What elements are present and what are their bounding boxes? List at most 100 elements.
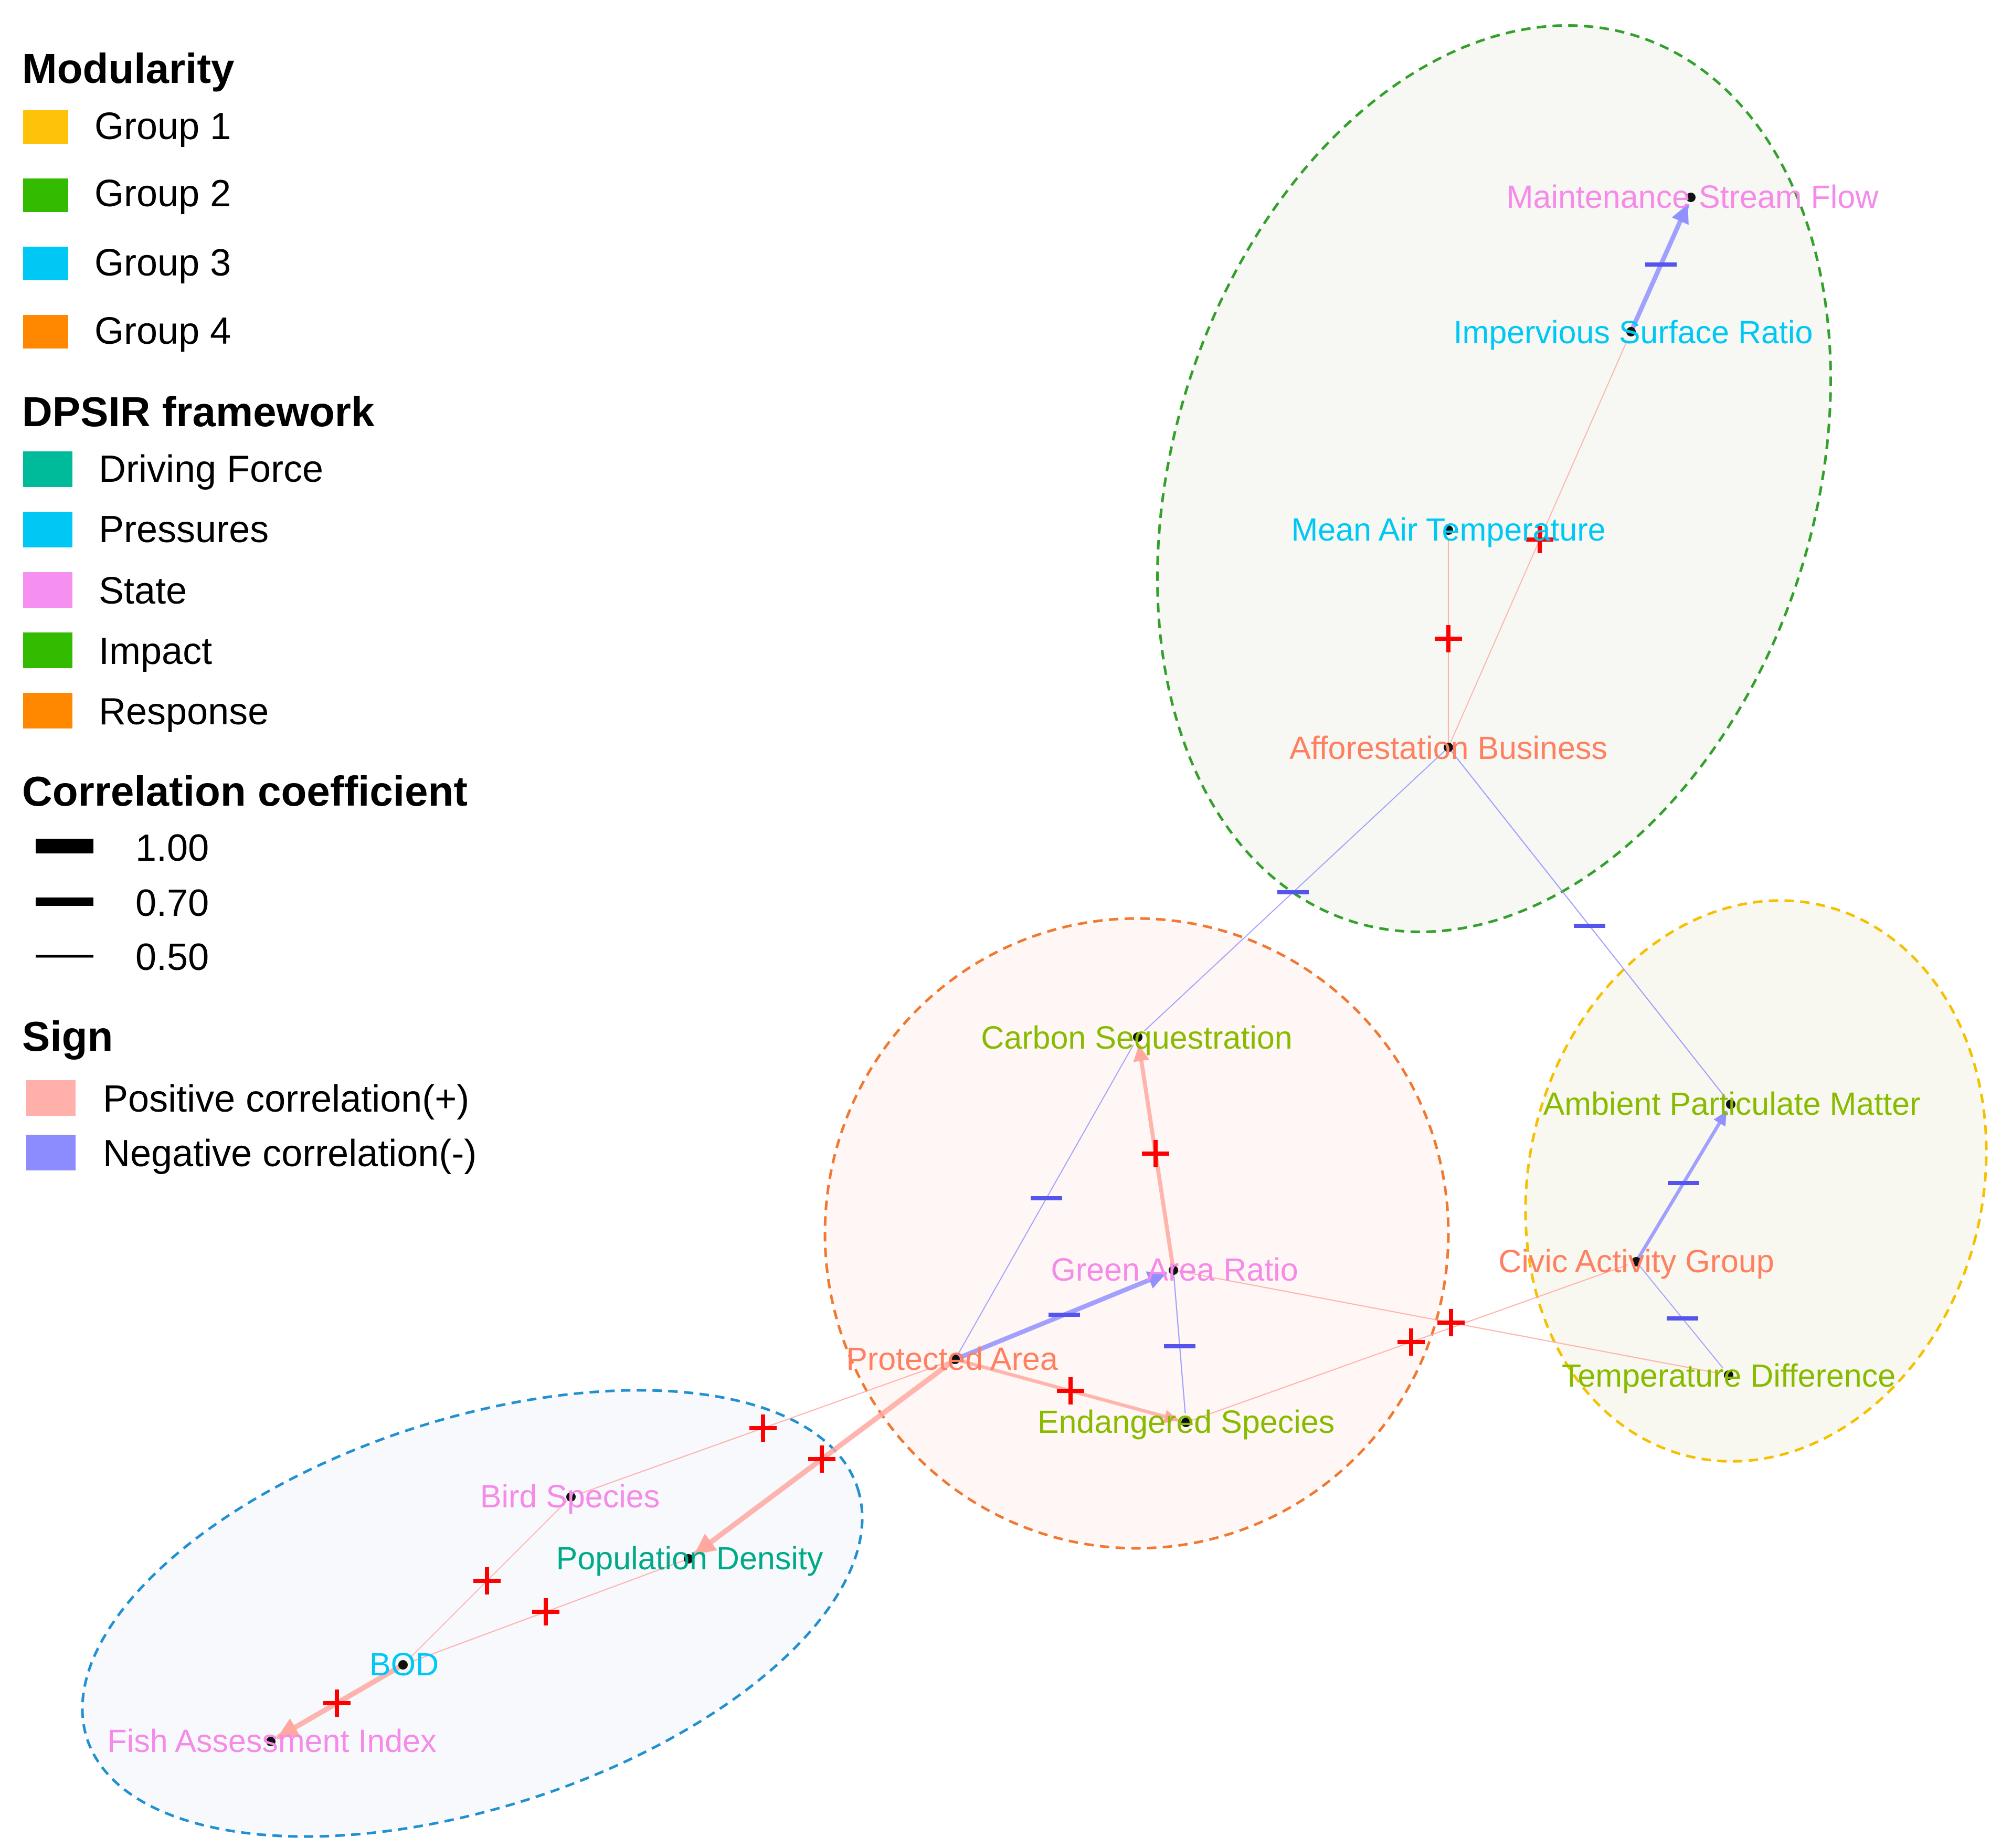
node-dot-fai	[266, 1737, 276, 1746]
legend-swatch-state	[23, 572, 72, 608]
legend-swatch-response	[23, 693, 72, 728]
legend-label-group-3: Group 3	[94, 242, 231, 284]
edge-cag-apm	[1634, 1111, 1728, 1264]
legend-label-0-50: 0.50	[135, 936, 209, 978]
legend-label-group-1: Group 1	[94, 105, 231, 147]
node-label-isr: Impervious Surface Ratio	[1454, 314, 1813, 350]
sign-es-cag	[1397, 1328, 1425, 1356]
node-dot-gar	[1169, 1265, 1178, 1275]
sign-ab-mat	[1435, 625, 1462, 652]
node-cs: Carbon Sequestration	[981, 1020, 1292, 1055]
legend-modularity-title: Modularity	[22, 45, 235, 92]
node-label-pd: Population Density	[556, 1540, 823, 1576]
edge-pa-cs	[955, 1044, 1134, 1360]
node-bs: Bird Species	[480, 1479, 660, 1514]
node-label-cag: Civic Activity Group	[1498, 1243, 1774, 1279]
node-dot-cs	[1133, 1032, 1142, 1042]
node-label-apm: Ambient Particulate Matter	[1543, 1086, 1921, 1122]
legend-label-impact: Impact	[99, 630, 212, 672]
node-dot-es	[1181, 1418, 1191, 1427]
node-dot-cag	[1632, 1257, 1641, 1266]
node-label-bs: Bird Species	[480, 1479, 660, 1514]
node-dot-msf	[1686, 193, 1696, 202]
legend-label-group-4: Group 4	[94, 310, 231, 352]
legend-swatch-negative	[26, 1135, 76, 1170]
node-es: Endangered Species	[1037, 1404, 1335, 1440]
node-gar: Green Area Ratio	[1051, 1252, 1298, 1287]
legend-swatch-impact	[23, 632, 72, 668]
sign-gar-td	[1437, 1309, 1465, 1336]
legend-swatch-group-1	[23, 110, 68, 144]
node-dot-ab	[1444, 743, 1453, 752]
node-isr: Impervious Surface Ratio	[1454, 314, 1813, 350]
node-label-es: Endangered Species	[1037, 1404, 1335, 1440]
edge-bs-bod	[409, 1496, 571, 1659]
node-label-fai: Fish Assessment Index	[107, 1723, 436, 1759]
node-dot-isr	[1626, 327, 1636, 336]
group-clusters	[81, 24, 1988, 1838]
legend-label-state: State	[99, 570, 187, 612]
node-label-pa: Protected Area	[846, 1341, 1058, 1377]
sign-bs-bod	[473, 1567, 501, 1594]
node-dot-pa	[950, 1355, 960, 1364]
sign-pd-bod	[532, 1598, 559, 1625]
edge-ab-cs	[1144, 747, 1449, 1031]
node-apm: Ambient Particulate Matter	[1543, 1086, 1921, 1122]
legend-dpsir-title: DPSIR framework	[22, 388, 375, 435]
edge-gar-es	[1172, 1269, 1186, 1414]
sign-pa-bs	[749, 1414, 777, 1442]
legend-label-group-2: Group 2	[94, 173, 231, 215]
edge-cag-td	[1636, 1261, 1723, 1369]
legend-label-positive: Positive correlation(+)	[103, 1078, 469, 1120]
edge-bod-fai	[276, 1662, 406, 1739]
sign-bod-fai	[323, 1689, 351, 1717]
node-label-cs: Carbon Sequestration	[981, 1020, 1292, 1055]
node-label-bod: BOD	[369, 1646, 439, 1682]
node-label-ab: Afforestation Business	[1289, 730, 1607, 766]
node-label-msf: Maintenance Stream Flow	[1507, 179, 1879, 215]
node-mat: Mean Air Temperature	[1291, 512, 1605, 547]
legend-swatch-group-4	[23, 315, 68, 349]
node-label-mat: Mean Air Temperature	[1291, 512, 1605, 547]
node-dot-apm	[1726, 1100, 1735, 1109]
node-dot-bod	[398, 1660, 408, 1670]
legend-label-negative: Negative correlation(-)	[103, 1133, 477, 1175]
legend: Modularity Group 1 Group 2 Group 3 Group…	[22, 45, 477, 1175]
sign-gar-cs	[1142, 1140, 1169, 1167]
legend-swatch-group-2	[23, 178, 68, 212]
node-td: Temperature Difference	[1562, 1358, 1896, 1393]
node-dot-mat	[1444, 525, 1453, 535]
legend-swatch-group-3	[23, 247, 68, 280]
edge-isr-msf	[1628, 204, 1690, 334]
sign-pa-es	[1057, 1377, 1084, 1405]
sign-ab-isr	[1526, 526, 1553, 553]
cluster-group-2	[1156, 24, 1833, 933]
node-cag: Civic Activity Group	[1498, 1243, 1774, 1279]
node-label-gar: Green Area Ratio	[1051, 1252, 1298, 1287]
legend-swatch-pressures	[23, 512, 72, 547]
node-ab: Afforestation Business	[1289, 730, 1607, 766]
node-dot-bs	[566, 1492, 576, 1502]
legend-swatch-driving-force	[23, 451, 72, 487]
node-pd: Population Density	[556, 1540, 823, 1576]
legend-swatch-positive	[26, 1080, 76, 1116]
legend-sign-title: Sign	[22, 1013, 113, 1060]
legend-label-pressures: Pressures	[99, 509, 269, 551]
sign-pa-pd	[808, 1445, 835, 1473]
node-pa: Protected Area	[846, 1341, 1058, 1377]
cluster-group-1	[1524, 899, 1988, 1463]
node-dot-td	[1724, 1370, 1733, 1380]
node-label-td: Temperature Difference	[1562, 1358, 1896, 1393]
edge-ab-apm	[1447, 746, 1725, 1097]
legend-label-driving-force: Driving Force	[99, 448, 323, 490]
node-msf: Maintenance Stream Flow	[1507, 179, 1879, 215]
node-dot-pd	[684, 1554, 693, 1564]
node-bod: BOD	[369, 1646, 439, 1682]
edge-pa-pd	[693, 1357, 958, 1556]
node-fai: Fish Assessment Index	[107, 1723, 436, 1759]
edge-signs	[323, 262, 1699, 1717]
cluster-group-4	[823, 917, 1450, 1550]
legend-correlation-title: Correlation coefficient	[22, 768, 468, 815]
